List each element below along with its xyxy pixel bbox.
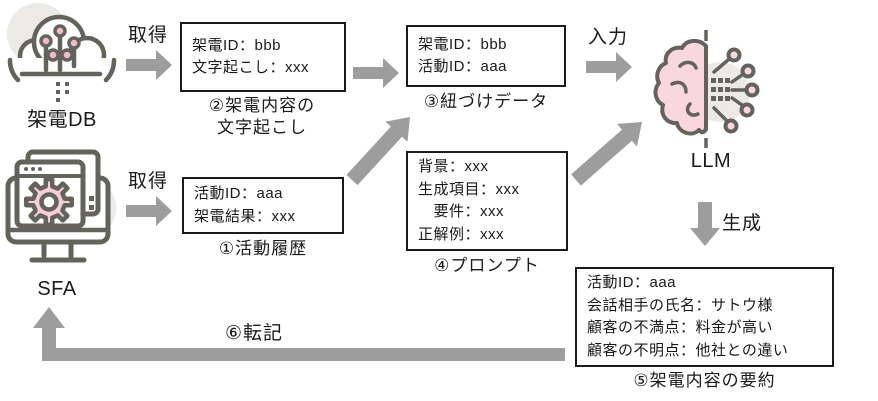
linked-data-box: 架電ID：bbb 活動ID：aaa bbox=[406, 25, 566, 87]
summary-line: 顧客の不満点：料金が高い bbox=[587, 319, 774, 336]
fetch-top-arrow-icon bbox=[126, 50, 172, 80]
transcript-line: 文字起こし：xxx bbox=[192, 59, 310, 76]
prompt-box: 背景：xxx 生成項目：xxx 要件：xxx 正解例：xxx bbox=[406, 151, 568, 251]
llm-brain-icon bbox=[653, 30, 760, 148]
prompt-line: 背景：xxx bbox=[418, 158, 489, 175]
fetch-bottom-label: 取得 bbox=[127, 171, 168, 192]
activity-line: 架電結果：xxx bbox=[194, 207, 296, 225]
call-database-cloud-icon bbox=[7, 3, 117, 102]
generate-label: 生成 bbox=[722, 213, 763, 234]
sfa-monitor-icon bbox=[5, 149, 116, 263]
transcript-caption: ②架電内容の 文字起こし bbox=[208, 96, 316, 138]
summary-line: 顧客の不明点：他社との違い bbox=[587, 341, 789, 359]
activity-history-box: 活動ID：aaa 架電結果：xxx bbox=[182, 177, 344, 234]
summary-line: 会話相手の氏名：サトウ様 bbox=[587, 296, 774, 314]
llm-label: LLM bbox=[690, 150, 732, 172]
fetch-bottom-arrow-icon bbox=[126, 196, 172, 226]
summary-line: 活動ID：aaa bbox=[587, 274, 677, 291]
prompt-line: 生成項目：xxx bbox=[418, 180, 520, 198]
linked-data-caption: ③紐づけデータ bbox=[423, 92, 549, 111]
call-database-label: 架電DB bbox=[27, 109, 97, 131]
transcript-box: 架電ID：bbb 文字起こし：xxx bbox=[180, 22, 346, 92]
linked-data-line: 架電ID：bbb bbox=[418, 35, 508, 53]
input-arrow-icon bbox=[586, 52, 632, 82]
input-label: 入力 bbox=[587, 27, 628, 48]
prompt-line: 要件：xxx bbox=[418, 203, 505, 220]
summary-caption: ⑤架電内容の要約 bbox=[633, 371, 776, 390]
transfer-arrow-icon bbox=[33, 307, 565, 361]
generate-arrow-icon bbox=[690, 202, 720, 246]
prompt-line: 正解例：xxx bbox=[418, 225, 505, 243]
activity-to-linked-arrow-icon bbox=[346, 117, 410, 186]
activity-history-caption: ①活動履歴 bbox=[218, 239, 308, 258]
sfa-label: SFA bbox=[37, 278, 77, 300]
transfer-label: ⑥転記 bbox=[224, 323, 284, 344]
summary-box: 活動ID：aaa 会話相手の氏名：サトウ様 顧客の不満点：料金が高い 顧客の不明… bbox=[575, 267, 834, 367]
prompt-to-llm-arrow-icon bbox=[571, 122, 642, 186]
activity-line: 活動ID：aaa bbox=[194, 185, 284, 202]
transcript-line: 架電ID：bbb bbox=[192, 36, 282, 54]
prompt-caption: ④プロンプト bbox=[434, 256, 540, 275]
linked-data-line: 活動ID：aaa bbox=[418, 58, 508, 75]
fetch-top-label: 取得 bbox=[127, 25, 168, 46]
transcript-to-linked-arrow-icon bbox=[353, 58, 399, 88]
